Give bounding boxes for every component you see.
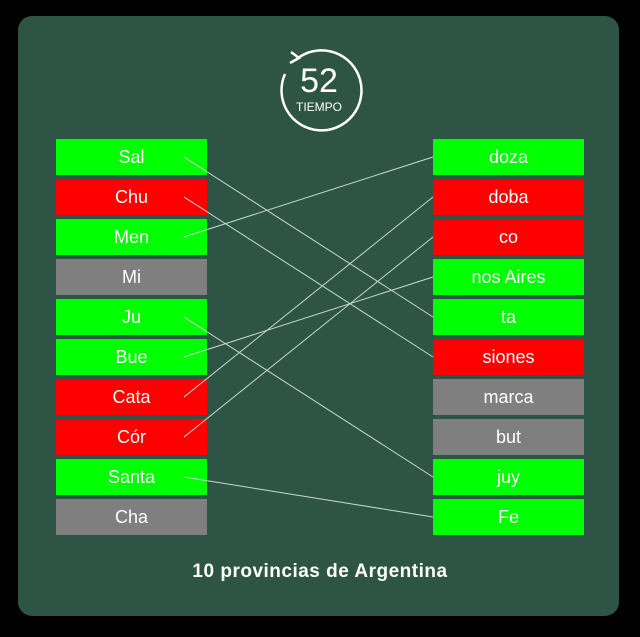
right-tile-6[interactable]: siones [433,339,584,375]
logo-number: 52 [300,62,338,100]
right-tile-4[interactable]: nos Aires [433,259,584,295]
right-tile-10[interactable]: Fe [433,499,584,535]
left-tile-5[interactable]: Ju [56,299,207,335]
puzzle-title: 10 provincias de Argentina [192,561,448,582]
left-tile-9[interactable]: Santa [56,459,207,495]
right-tile-9[interactable]: juy [433,459,584,495]
right-tile-8[interactable]: but [433,419,584,455]
logo-word: TIEMPO [296,100,342,114]
right-tile-1[interactable]: doza [433,139,584,175]
countdown-clock-icon: 52 TIEMPO [280,49,363,132]
left-tile-3[interactable]: Men [56,219,207,255]
left-tile-1[interactable]: Sal [56,139,207,175]
left-tile-10[interactable]: Cha [56,499,207,535]
right-tile-7[interactable]: marca [433,379,584,415]
left-tile-6[interactable]: Bue [56,339,207,375]
left-tile-8[interactable]: Cór [56,419,207,455]
left-tile-2[interactable]: Chu [56,179,207,215]
left-tile-4[interactable]: Mi [56,259,207,295]
right-tile-2[interactable]: doba [433,179,584,215]
logo-52-tiempo: 52 TIEMPO [271,38,367,134]
left-tile-7[interactable]: Cata [56,379,207,415]
right-tile-3[interactable]: co [433,219,584,255]
right-tile-5[interactable]: ta [433,299,584,335]
